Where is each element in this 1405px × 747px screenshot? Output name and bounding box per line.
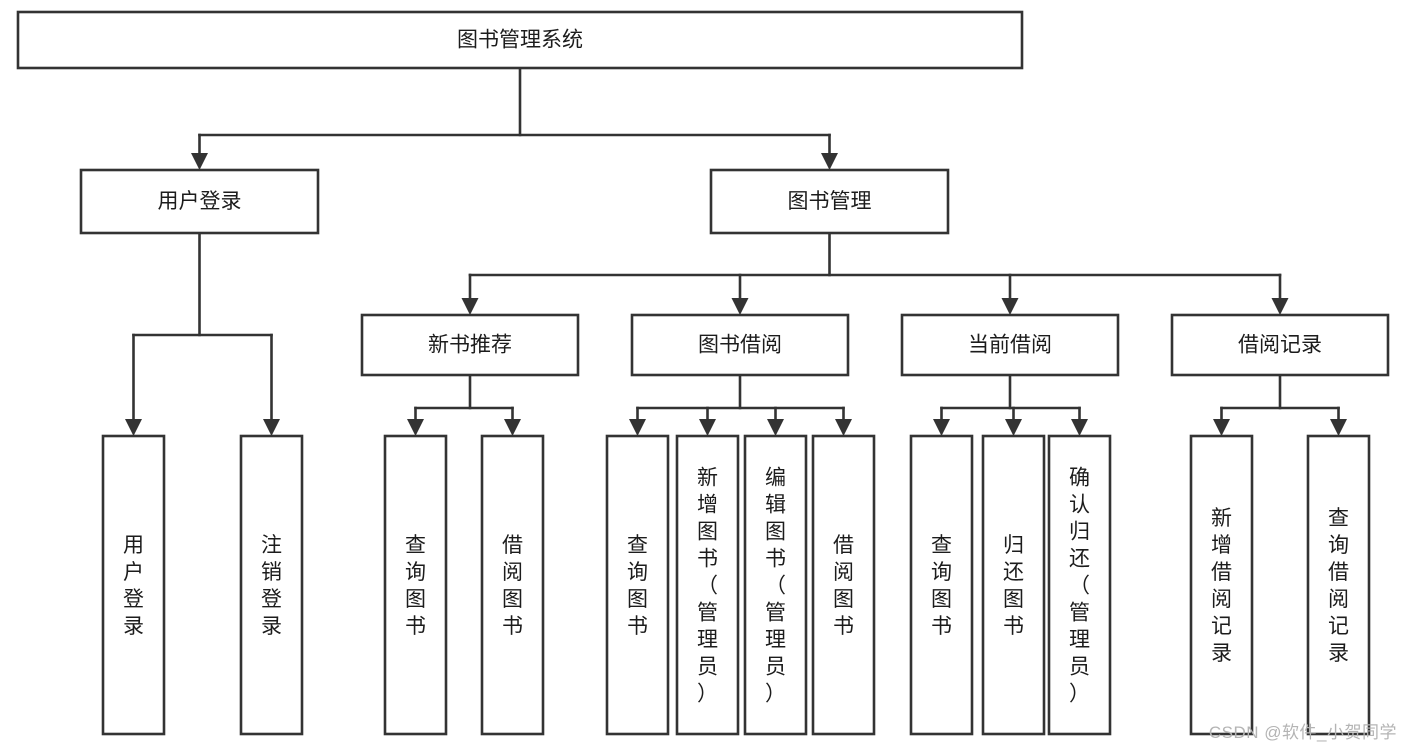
nodes-layer: 图书管理系统用户登录图书管理新书推荐图书借阅当前借阅借阅记录用户登录注销登录查询… (16, 10, 1390, 736)
node-label: 查询借阅记录 (1328, 507, 1349, 665)
node-box (743, 434, 808, 736)
csdn-watermark: CSDN @软件_小贺同学 (1208, 723, 1397, 742)
connector-group (407, 373, 521, 436)
node-box (1306, 434, 1371, 736)
connector-group (1213, 373, 1347, 436)
connector-group (629, 373, 852, 436)
connector-group (461, 231, 1289, 315)
node-box (605, 434, 670, 736)
node-box (900, 313, 1120, 377)
node-label: 新书推荐 (428, 334, 512, 357)
node-leaf-rec-borrow-book[interactable]: 借阅图书 (480, 434, 545, 736)
node-l2-book-borrow[interactable]: 图书借阅 (630, 313, 850, 377)
node-l2-new-book-rec[interactable]: 新书推荐 (360, 313, 580, 377)
node-leaf-logout[interactable]: 注销登录 (239, 434, 304, 736)
node-l2-borrow-record[interactable]: 借阅记录 (1170, 313, 1390, 377)
node-root[interactable]: 图书管理系统 (16, 10, 1024, 70)
node-leaf-rec-query-book[interactable]: 查询图书 (383, 434, 448, 736)
node-l1-user-login[interactable]: 用户登录 (79, 168, 320, 235)
connector-group (191, 66, 838, 170)
node-box (630, 313, 850, 377)
node-leaf-edit-book-admin[interactable]: 编辑图书（管理员） (743, 434, 808, 736)
node-leaf-add-book-admin[interactable]: 新增图书（管理员） (675, 434, 740, 736)
node-box (909, 434, 974, 736)
node-label: 查询图书 (627, 534, 648, 638)
node-label: 用户登录 (158, 190, 242, 213)
node-box (239, 434, 304, 736)
node-box (1189, 434, 1254, 736)
node-box (1170, 313, 1390, 377)
node-box (1047, 434, 1112, 736)
node-l1-book-mgmt[interactable]: 图书管理 (709, 168, 950, 235)
node-label: 图书管理系统 (457, 29, 583, 52)
node-label: 借阅记录 (1238, 334, 1322, 357)
node-leaf-add-record[interactable]: 新增借阅记录 (1189, 434, 1254, 736)
node-leaf-borrow-book[interactable]: 借阅图书 (811, 434, 876, 736)
node-label: 编辑图书（管理员） (765, 467, 786, 706)
node-box (360, 313, 580, 377)
node-leaf-query-record[interactable]: 查询借阅记录 (1306, 434, 1371, 736)
node-box (383, 434, 448, 736)
connector-group (933, 373, 1088, 436)
connector-group (125, 231, 280, 436)
node-leaf-cur-query-book[interactable]: 查询图书 (909, 434, 974, 736)
node-leaf-return-book[interactable]: 归还图书 (981, 434, 1046, 736)
node-label: 确认归还（管理员） (1069, 467, 1090, 706)
node-label: 归还图书 (1003, 534, 1024, 638)
node-label: 当前借阅 (968, 334, 1052, 357)
node-label: 借阅图书 (833, 534, 854, 638)
node-label: 新增图书（管理员） (697, 467, 718, 706)
node-label: 图书管理 (788, 190, 872, 213)
node-label: 借阅图书 (502, 534, 523, 638)
node-label: 查询图书 (931, 534, 952, 638)
node-leaf-user-login[interactable]: 用户登录 (101, 434, 166, 736)
node-box (811, 434, 876, 736)
node-box (79, 168, 320, 235)
node-label: 新增借阅记录 (1211, 507, 1232, 665)
node-box (16, 10, 1024, 70)
node-label: 用户登录 (123, 534, 144, 638)
node-label: 注销登录 (261, 534, 282, 638)
node-leaf-borrow-query-book[interactable]: 查询图书 (605, 434, 670, 736)
node-label: 查询图书 (405, 534, 426, 638)
node-box (981, 434, 1046, 736)
node-leaf-confirm-return-admin[interactable]: 确认归还（管理员） (1047, 434, 1112, 736)
node-box (675, 434, 740, 736)
node-l2-current-borrow[interactable]: 当前借阅 (900, 313, 1120, 377)
node-box (101, 434, 166, 736)
edges-layer (125, 66, 1347, 436)
node-box (480, 434, 545, 736)
node-label: 图书借阅 (698, 334, 782, 357)
node-box (709, 168, 950, 235)
